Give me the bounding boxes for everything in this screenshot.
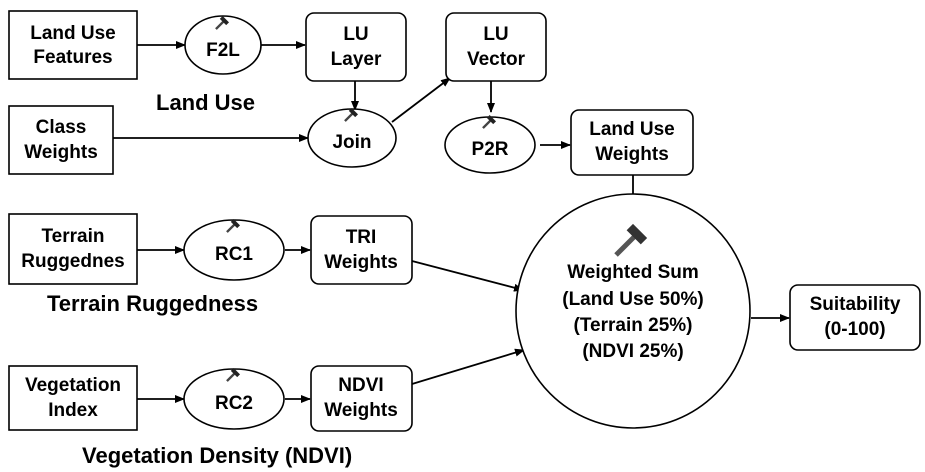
node-label-line: Ruggednes xyxy=(21,251,124,272)
tool-label: P2R xyxy=(472,139,509,160)
tool-weighted-sum: Weighted Sum (Land Use 50%) (Terrain 25%… xyxy=(515,193,751,429)
hammer-icon xyxy=(614,223,648,257)
node-land-use-weights: Land Use Weights xyxy=(570,109,694,176)
edge-tri-to-sum xyxy=(411,260,524,292)
hammer-icon xyxy=(344,107,359,122)
node-ndvi-weights: NDVI Weights xyxy=(310,365,413,432)
node-label-line: Vegetation xyxy=(25,375,121,396)
tool-label: RC1 xyxy=(215,244,253,265)
hammer-icon xyxy=(226,218,241,233)
node-label-line: Land Use xyxy=(30,23,116,44)
node-lu-vector: LU Vector xyxy=(445,12,547,82)
node-label-line: Vector xyxy=(467,49,526,70)
node-label-line: Weights xyxy=(324,252,398,273)
node-label-line: (0-100) xyxy=(824,319,885,340)
tool-p2r: P2R xyxy=(444,114,536,174)
node-land-use-features: Land Use Features xyxy=(8,10,138,80)
edge-ndvi-to-sum xyxy=(411,348,525,385)
group-label-terrain: Terrain Ruggedness xyxy=(47,291,258,316)
node-class-weights: Class Weights xyxy=(8,105,114,175)
tool-label-line: Weighted Sum xyxy=(567,262,699,283)
tool-join: Join xyxy=(307,107,397,168)
node-label-line: Class xyxy=(36,117,87,138)
node-tri-weights: TRI Weights xyxy=(310,215,413,285)
hammer-icon xyxy=(215,15,230,30)
tool-label-line: (Land Use 50%) xyxy=(562,289,703,310)
node-label-line: Weights xyxy=(24,142,98,163)
node-label-line: Weights xyxy=(324,400,398,421)
node-lu-layer: LU Layer xyxy=(305,12,407,82)
hammer-icon xyxy=(226,367,241,382)
tool-f2l: F2L xyxy=(184,15,262,75)
node-label-line: LU xyxy=(483,24,508,45)
node-label-line: Features xyxy=(33,47,112,68)
node-vegetation-index: Vegetation Index xyxy=(8,365,138,431)
group-label-land-use: Land Use xyxy=(156,90,255,115)
tool-rc1: RC1 xyxy=(183,218,285,281)
connectors xyxy=(113,41,790,403)
node-terrain-ruggednes: Terrain Ruggednes xyxy=(8,213,138,285)
node-label-line: NDVI xyxy=(338,375,383,396)
node-label-line: Terrain xyxy=(41,226,104,247)
node-label-line: Index xyxy=(48,400,98,421)
tool-label: F2L xyxy=(206,40,240,61)
tool-label: Join xyxy=(332,132,371,153)
node-label-line: Land Use xyxy=(589,119,675,140)
tool-label: RC2 xyxy=(215,393,253,414)
node-label-line: Weights xyxy=(595,144,669,165)
node-label-line: Layer xyxy=(331,49,382,70)
tool-label-line: (NDVI 25%) xyxy=(582,341,683,362)
node-suitability: Suitability (0-100) xyxy=(789,284,921,351)
tool-label-line: (Terrain 25%) xyxy=(574,315,693,336)
node-label-line: LU xyxy=(343,24,368,45)
edge-join-to-luvector xyxy=(391,77,451,123)
node-label-line: TRI xyxy=(346,227,377,248)
node-label-line: Suitability xyxy=(810,294,901,315)
hammer-icon xyxy=(482,114,497,129)
group-label-vegetation: Vegetation Density (NDVI) xyxy=(82,443,352,468)
tool-rc2: RC2 xyxy=(183,367,285,430)
